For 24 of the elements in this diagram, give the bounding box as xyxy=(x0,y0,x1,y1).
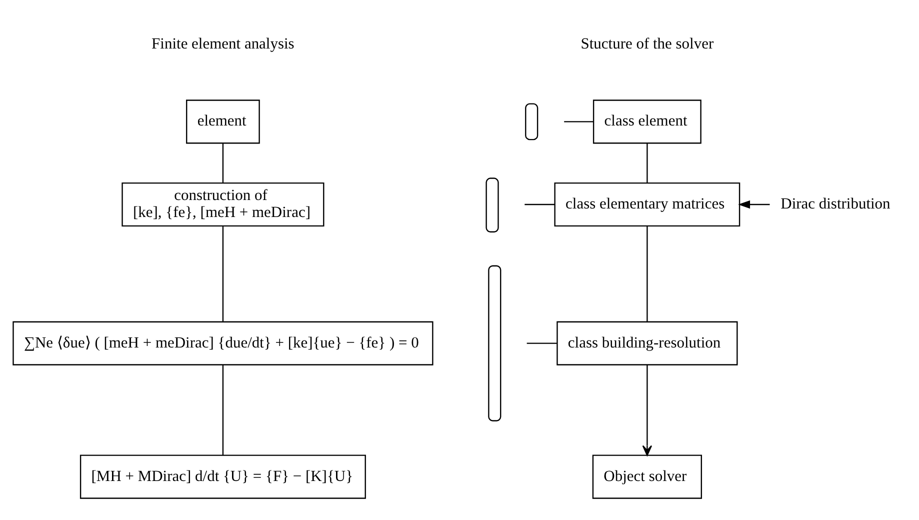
node-box: class elementary matrices xyxy=(554,182,740,226)
arrow xyxy=(642,364,652,456)
node-box: class building-resolution xyxy=(556,320,738,365)
connector xyxy=(526,342,557,344)
node-brace xyxy=(525,102,538,140)
connector xyxy=(524,203,555,205)
node-box: element xyxy=(186,99,260,144)
node-brace xyxy=(488,264,502,421)
label: Finite element analysis xyxy=(152,34,294,52)
node-box: class element xyxy=(592,99,702,144)
connector xyxy=(564,120,594,122)
arrow xyxy=(738,200,770,208)
connector xyxy=(646,226,648,322)
connector xyxy=(222,142,224,182)
node-brace xyxy=(486,177,499,232)
node-box: Object solver xyxy=(592,454,702,498)
node-box: [MH + MDirac] d/dt {U} = {F} − [K]{U} xyxy=(80,454,366,498)
connector xyxy=(222,226,224,322)
label: Stucture of the solver xyxy=(580,34,714,52)
node-box: ∑Ne ⟨δue⟩ ( [meH + meDirac] {due/dt} + [ke]{ue} − {fe} ) = 0 xyxy=(12,320,434,365)
connector xyxy=(222,364,224,455)
node-text: Dirac distribution xyxy=(780,195,890,212)
node-box: construction of [ke], {fe}, [meH + meDirac] xyxy=(122,182,324,226)
connector xyxy=(646,142,648,182)
